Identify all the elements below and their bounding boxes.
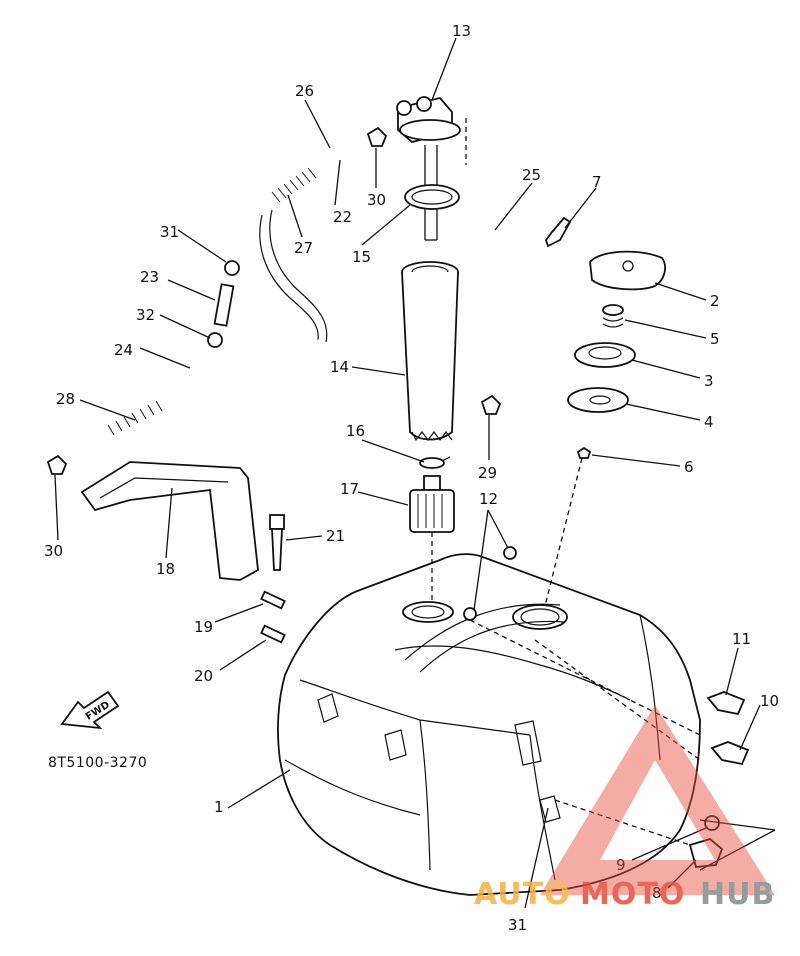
callout-10: 10 (760, 692, 779, 710)
callout-15: 15 (352, 248, 371, 266)
hose-25-part (463, 167, 534, 421)
watermark-hub: HUB (700, 877, 775, 912)
cap-nut-part (544, 446, 592, 607)
filter-tube-part (401, 261, 459, 442)
collar-19-part (260, 590, 286, 610)
washer-12-part (463, 546, 517, 621)
callout-16: 16 (346, 422, 365, 440)
callout-21: 21 (326, 527, 345, 545)
clip-30-upper-part (366, 126, 388, 147)
filler-cap-part (589, 250, 666, 291)
fuel-tank-part (277, 553, 701, 896)
hose-24-part (62, 337, 325, 380)
automotohub-watermark: AUTO MOTO HUB (474, 705, 775, 912)
callout-32: 31 (508, 916, 527, 934)
watermark-auto: AUTO (474, 877, 571, 912)
callout-18: 18 (156, 560, 175, 578)
bolt-21-part (269, 514, 285, 571)
callout-13: 13 (452, 22, 471, 40)
callout-2: 2 (710, 292, 720, 310)
callout-5: 5 (710, 330, 720, 348)
cap-spring-part (602, 304, 624, 328)
lock-ring-part (404, 184, 460, 210)
hose-28-part (67, 359, 213, 453)
callout-31-lower: 32 (136, 306, 155, 324)
callout-1: 1 (214, 798, 224, 816)
watermark-triangle-icon (540, 705, 775, 895)
callout-28: 28 (56, 390, 75, 408)
callout-9: 9 (616, 856, 626, 874)
cap-plate-part (574, 342, 636, 368)
callout-7: 7 (592, 173, 602, 191)
diagram-code: 8T5100-3270 (48, 755, 147, 771)
callout-23: 23 (140, 268, 159, 286)
callout-24: 24 (114, 341, 133, 359)
bolt-11-part (706, 691, 746, 716)
damper-8-part (688, 837, 724, 868)
fuel-filter-part (409, 475, 455, 600)
clip-29-part (480, 394, 502, 415)
callout-11: 11 (732, 630, 751, 648)
bracket-part (80, 461, 259, 581)
leader-lines (54, 37, 761, 909)
watermark-moto: MOTO (580, 877, 685, 912)
callout-22: 22 (333, 208, 352, 226)
cap-gasket-part (567, 387, 629, 413)
callout-12: 12 (479, 490, 498, 508)
hose-clip-part (419, 456, 451, 469)
sender-unit-part (396, 96, 467, 241)
cap-key-part (544, 216, 572, 248)
clip-31-lower-part (207, 332, 223, 348)
clip-30-lower-part (46, 454, 68, 475)
callout-14: 14 (330, 358, 349, 376)
hose-22-part (259, 209, 328, 343)
callout-30-upper: 30 (367, 191, 386, 209)
collar-20-part (260, 624, 286, 644)
callout-31-upper: 31 (160, 223, 179, 241)
hose-27-coil-part (271, 167, 317, 203)
callout-3: 3 (704, 372, 714, 390)
callout-26: 26 (295, 82, 314, 100)
clip-31-upper-part (224, 260, 240, 276)
callout-labels: 13 26 22 30 15 27 31 23 32 24 28 30 25 7… (44, 22, 779, 934)
bolt-10-part (710, 741, 750, 766)
callout-8: 8 (652, 884, 662, 902)
callout-6: 6 (684, 458, 694, 476)
callout-19: 19 (194, 618, 213, 636)
joint-23-part (213, 283, 235, 327)
callout-27: 27 (294, 239, 313, 257)
callout-30-lower: 30 (44, 542, 63, 560)
callout-25: 25 (522, 166, 541, 184)
callout-20: 20 (194, 667, 213, 685)
fwd-arrow-icon: FWD (60, 690, 120, 730)
callout-17: 17 (340, 480, 359, 498)
callout-4: 4 (704, 413, 714, 431)
callout-29: 29 (478, 464, 497, 482)
